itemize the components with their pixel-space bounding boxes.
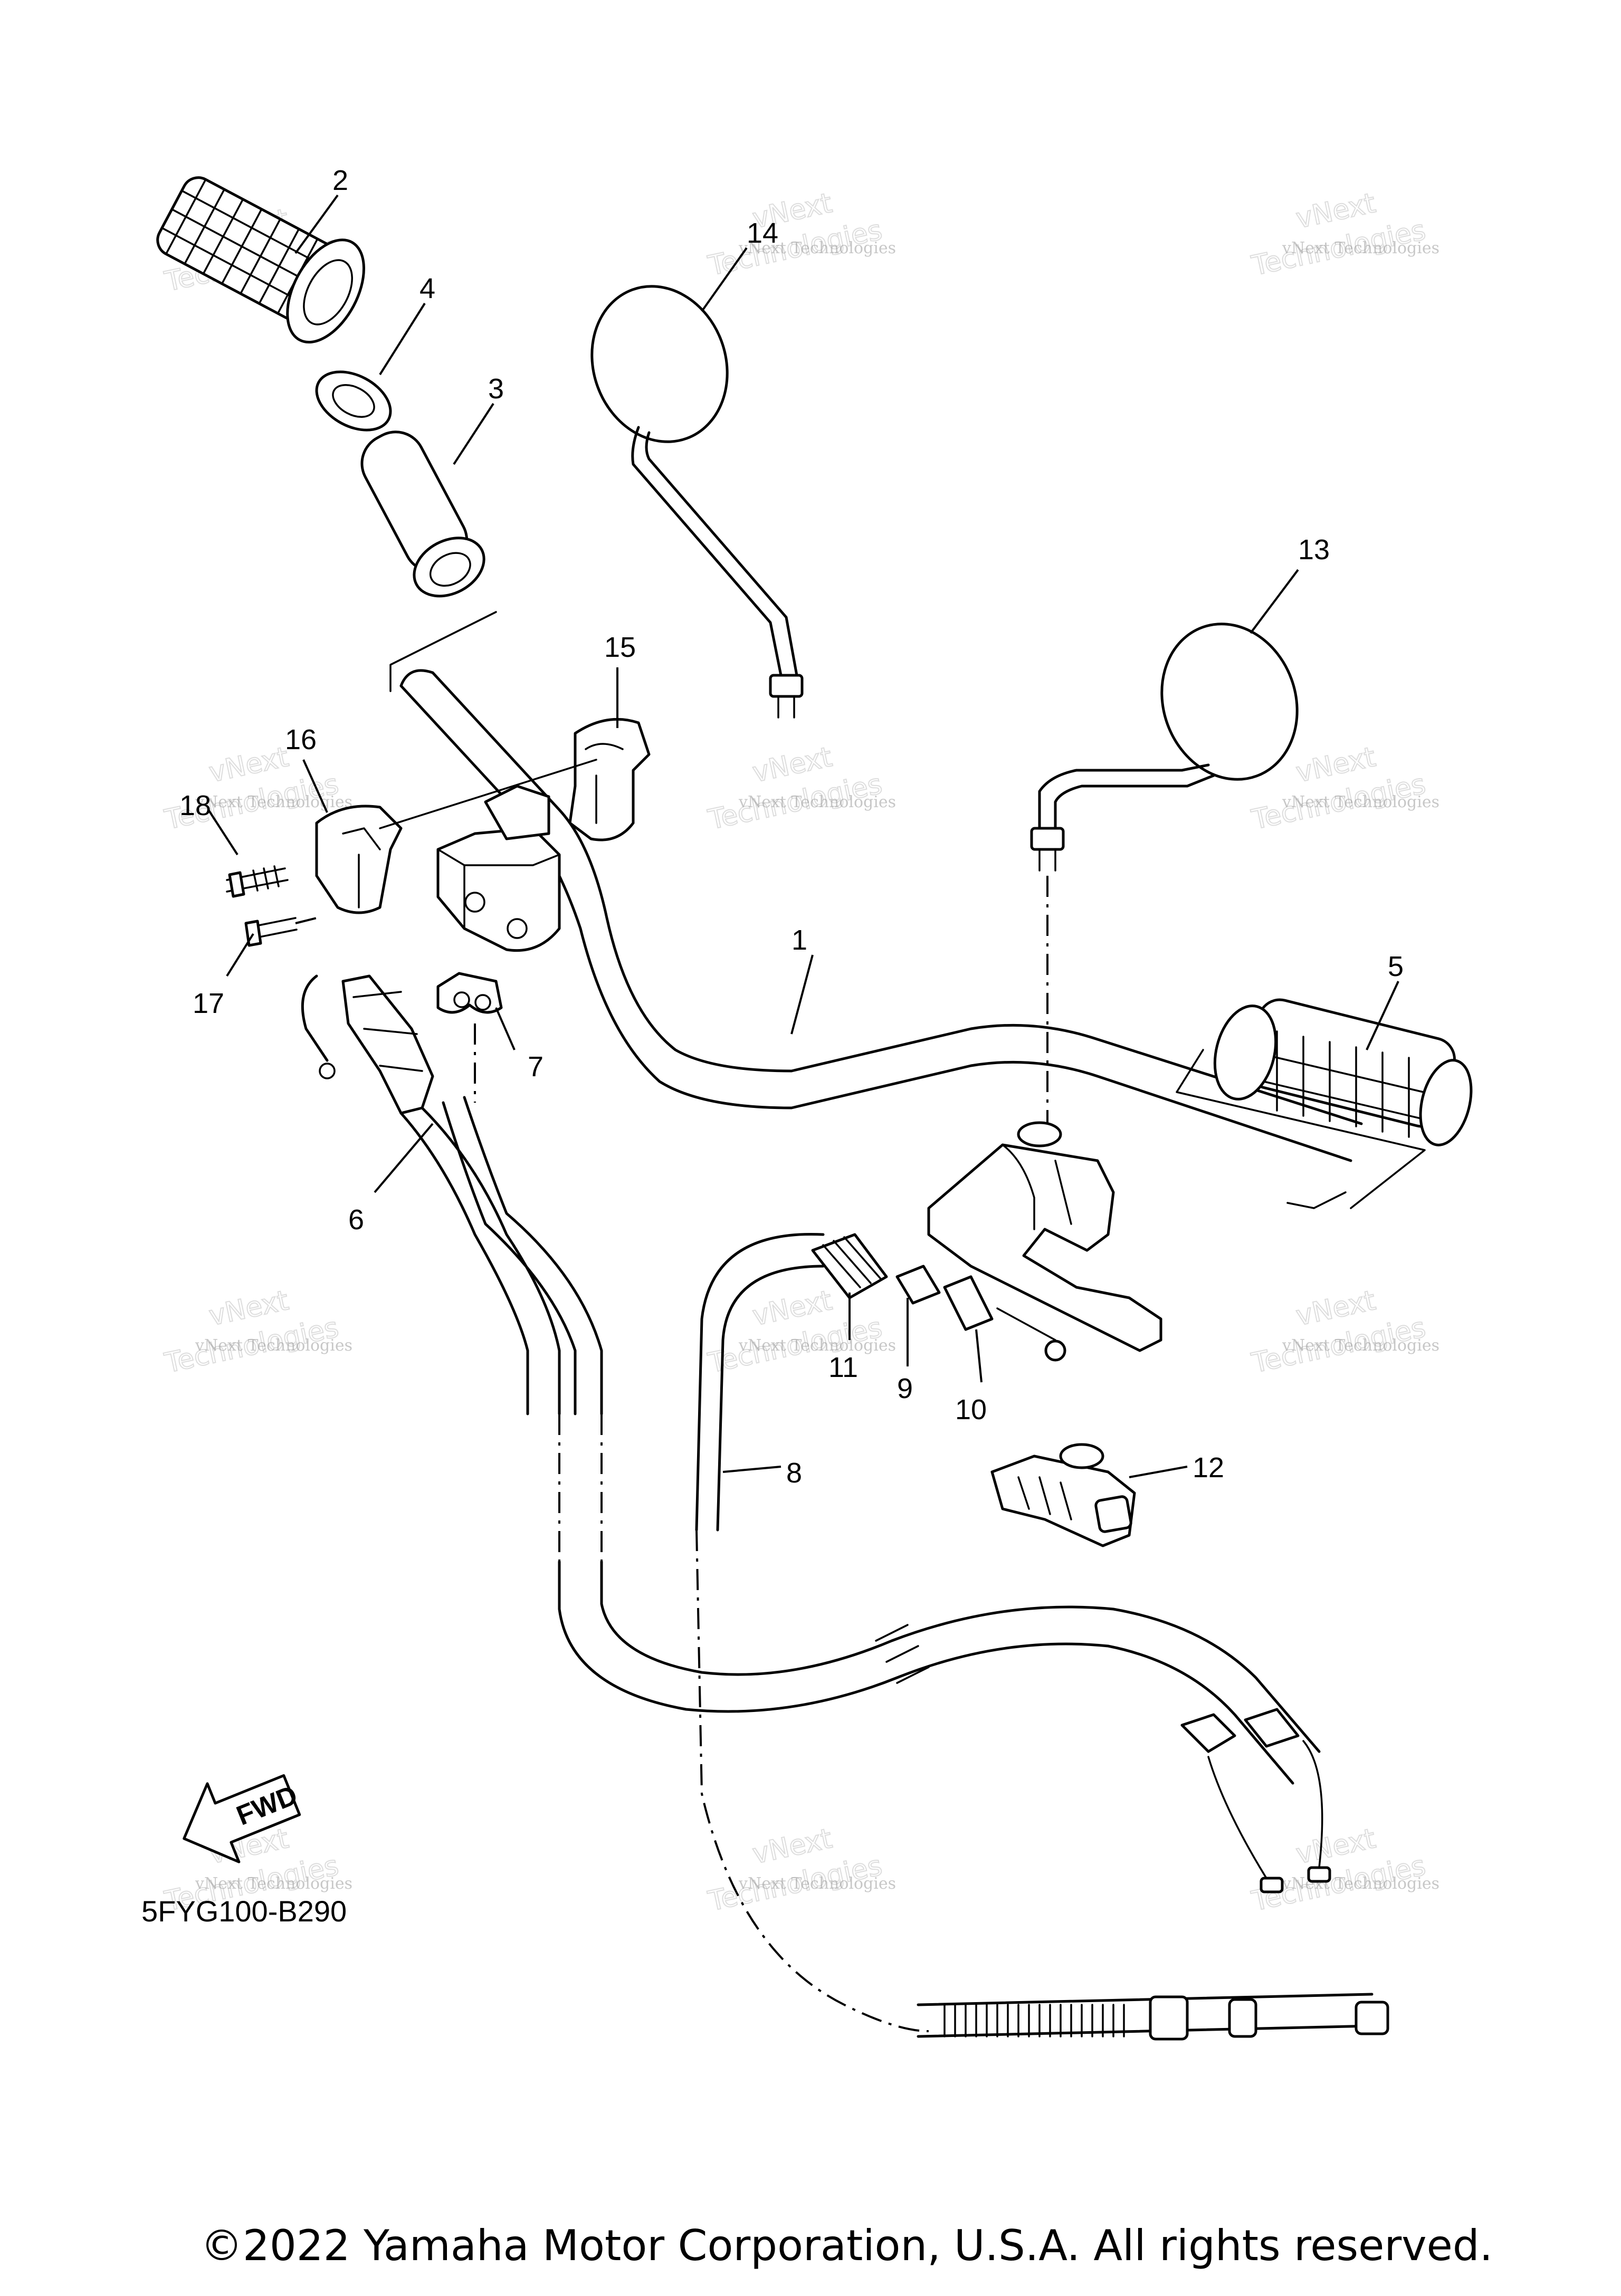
part-label-1: 1: [792, 924, 807, 956]
part-label-13: 13: [1298, 534, 1330, 566]
alignment-line: [379, 759, 597, 829]
holder-upper: [568, 718, 651, 841]
part-label-12: 12: [1193, 1452, 1224, 1484]
watermark: Technologies vNext vNext Technologies: [705, 1284, 896, 1380]
copyright-notice: ©2022 Yamaha Motor Corporation, U.S.A. A…: [201, 2221, 1493, 2270]
screw-18: [226, 865, 289, 898]
watermark-text: vNext Technologies: [195, 1336, 352, 1355]
part-numbers: 1 2 3 4 5 6 7 8 9 10 11 12 13 14 15 16 1…: [179, 165, 1404, 1489]
washer: [315, 370, 392, 432]
holder-lower: [315, 805, 403, 914]
part-label-9: 9: [897, 1373, 913, 1404]
part-label-4: 4: [419, 273, 435, 304]
watermark-text: vNext Technologies: [738, 1874, 896, 1893]
watermark: Technologies vNext vNext Technologies: [1248, 1822, 1439, 1918]
clutch-cable: [695, 1232, 1389, 2041]
part-label-15: 15: [604, 632, 636, 663]
part-label-17: 17: [193, 988, 224, 1019]
handlebar: [389, 611, 1363, 1209]
screw-17: [244, 917, 298, 947]
watermark: Technologies vNext vNext Technologies: [705, 741, 896, 837]
part-label-6: 6: [348, 1204, 364, 1236]
right-grip: [1176, 998, 1473, 1209]
alignment-line: [295, 917, 317, 924]
watermark-text: vNext Technologies: [1282, 239, 1439, 257]
left-mirror: [590, 285, 804, 719]
part-label-3: 3: [488, 373, 504, 405]
watermark-text: vNext Technologies: [1282, 1336, 1439, 1355]
cable-guide: [436, 972, 503, 1014]
part-label-18: 18: [179, 790, 211, 821]
watermark: Technologies vNext vNext Technologies: [705, 187, 896, 283]
watermark-text: vNext Technologies: [195, 793, 352, 811]
watermark: Technologies vNext vNext Technologies: [1248, 187, 1439, 283]
watermark-text: vNext Technologies: [738, 239, 896, 257]
diagram-code: 5FYG100-B290: [141, 1895, 347, 1928]
part-label-11: 11: [828, 1352, 858, 1383]
watermark-text: vNext Technologies: [1282, 1874, 1439, 1893]
watermark-text: vNext Technologies: [1282, 793, 1439, 811]
lever-boot: [990, 1443, 1136, 1547]
right-mirror: [1030, 623, 1299, 872]
part-label-8: 8: [786, 1457, 802, 1489]
watermark: Technologies vNext vNext Technologies: [161, 1284, 352, 1380]
watermark-text: vNext Technologies: [738, 793, 896, 811]
leader-lines: [207, 194, 1399, 1478]
part-label-10: 10: [955, 1394, 987, 1426]
watermark-text: vNext Technologies: [195, 1874, 352, 1893]
part-label-14: 14: [747, 217, 778, 249]
part-label-2: 2: [332, 165, 348, 196]
throttle-cable: [301, 974, 1331, 1893]
watermark-text: vNext Technologies: [738, 1336, 896, 1355]
part-label-16: 16: [285, 724, 317, 755]
watermark: Technologies vNext vNext Technologies: [705, 1822, 896, 1918]
part-label-5: 5: [1388, 951, 1404, 982]
throttle-sleeve: [360, 430, 485, 598]
watermark: Technologies vNext vNext Technologies: [1248, 1284, 1439, 1380]
left-switch-housing: [436, 785, 561, 952]
part-label-7: 7: [528, 1051, 543, 1083]
clutch-lever-assembly: [927, 1121, 1162, 1352]
clutch-adjuster: [811, 1233, 1066, 1362]
left-grip: [156, 176, 365, 344]
